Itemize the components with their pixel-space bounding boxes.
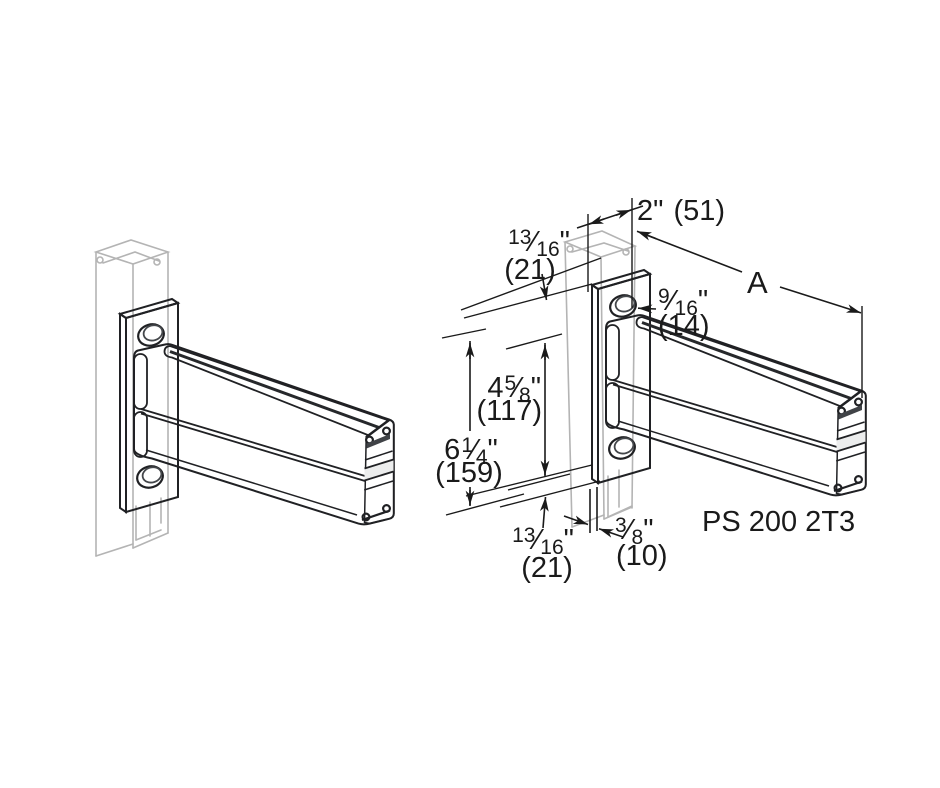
figure-left bbox=[93, 239, 396, 557]
dim-top-width-label: 2"(51) bbox=[637, 195, 725, 227]
dim-hole-diameter-metric: (14) bbox=[658, 310, 710, 342]
dim-top-offset-metric: (21) bbox=[504, 254, 556, 286]
dim-plate-height-metric: (159) bbox=[435, 457, 503, 489]
ghost-strut-right bbox=[562, 230, 638, 528]
figure-right: 2"(51) A 9⁄16" (14) 13⁄16" (21) 45⁄8" (1… bbox=[435, 195, 868, 584]
dimension-lines bbox=[441, 198, 863, 538]
dim-channel-height-metric: (117) bbox=[476, 395, 542, 427]
ghost-strut-left bbox=[93, 239, 171, 557]
dim-length-label: A bbox=[747, 265, 768, 300]
dim-bottom-offset-metric: (21) bbox=[521, 552, 573, 584]
dim-plate-thickness-metric: (10) bbox=[616, 540, 668, 572]
part-number-label: PS 200 2T3 bbox=[702, 506, 855, 538]
